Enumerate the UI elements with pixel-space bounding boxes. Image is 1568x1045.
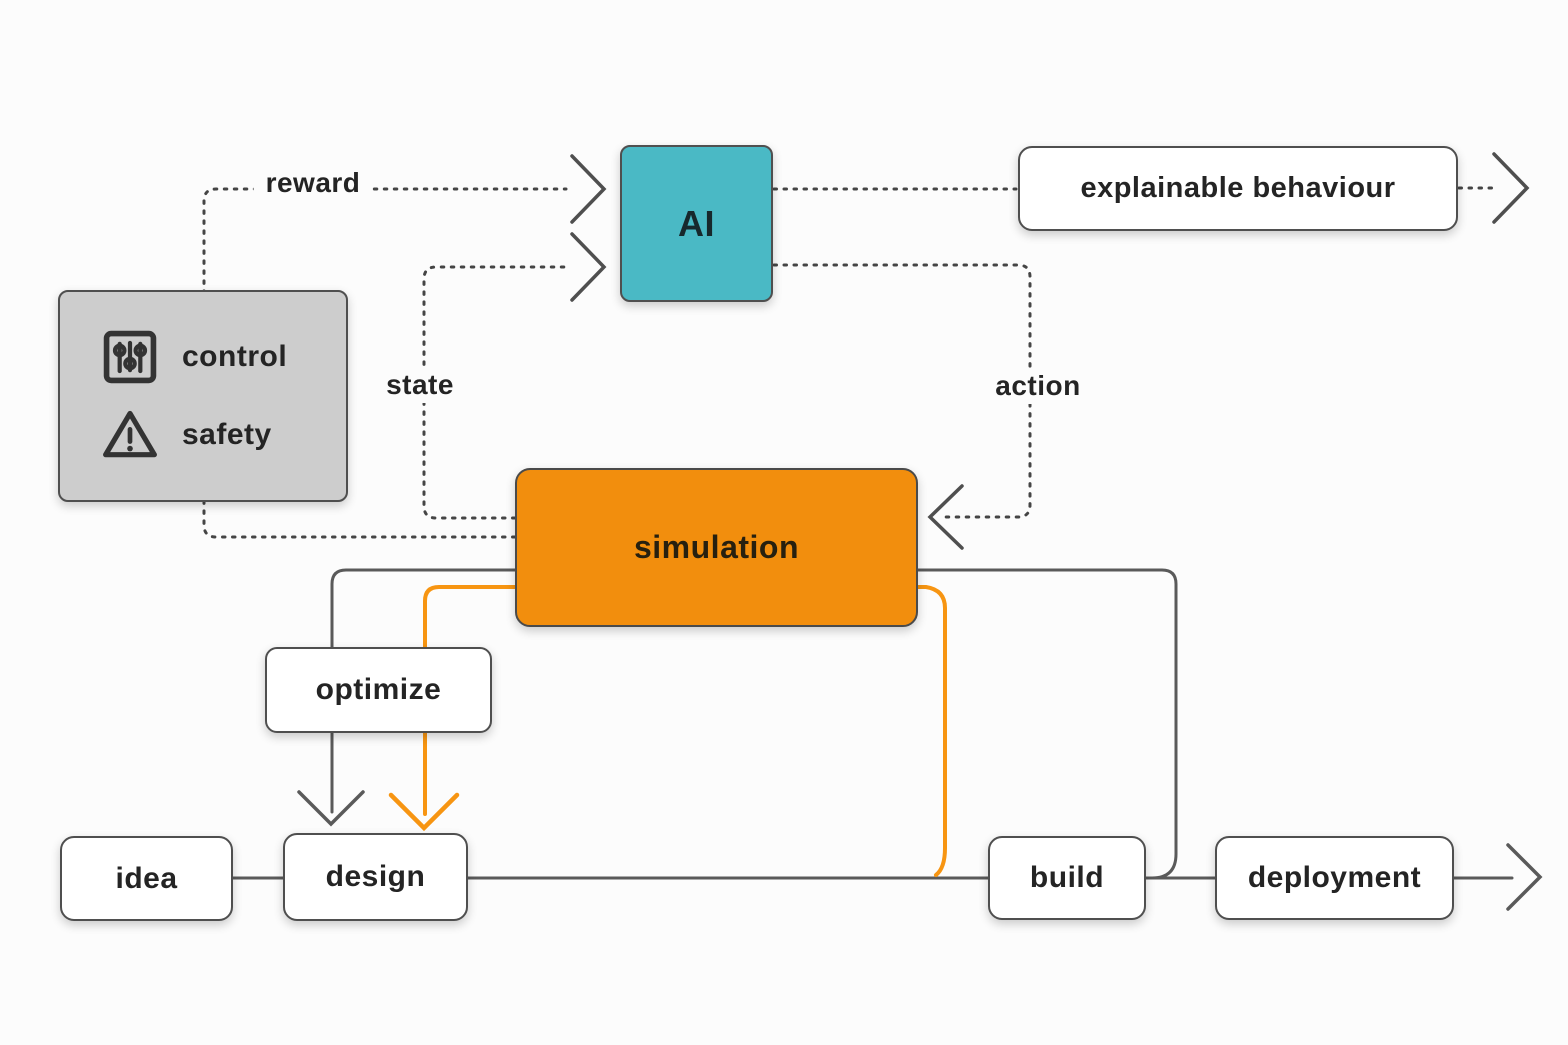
safety-label: safety: [182, 418, 272, 451]
node-ai: AI: [620, 145, 773, 302]
control-label: control: [182, 340, 288, 373]
control-row: control: [100, 327, 287, 387]
edge-label-state: state: [374, 367, 466, 403]
arrowhead-flow-out: [1506, 843, 1543, 911]
warning-icon: [103, 410, 157, 458]
node-build: build: [988, 836, 1146, 920]
arrowhead-state: [570, 232, 607, 302]
arrowhead-orange-into-design: [388, 792, 460, 832]
arrowhead-reward: [570, 154, 607, 224]
safety-row: safety: [100, 405, 272, 465]
wire-simulation-left-gray: [330, 568, 518, 814]
ai-label: AI: [678, 202, 715, 244]
node-optimize: optimize: [265, 647, 492, 733]
build-label: build: [1029, 861, 1105, 894]
node-idea: idea: [60, 836, 233, 921]
arrowhead-action: [927, 484, 964, 550]
wire-simulation-left-orange: [423, 585, 518, 816]
idea-label: idea: [115, 861, 178, 895]
node-deployment: deployment: [1215, 836, 1454, 920]
node-explainable-behaviour: explainable behaviour: [1018, 146, 1458, 231]
node-simulation: simulation: [515, 468, 918, 627]
edge-label-reward: reward: [253, 165, 373, 201]
sliders-icon: [103, 330, 157, 384]
edge-label-action: action: [983, 368, 1093, 404]
optimize-label: optimize: [315, 673, 442, 706]
deployment-label: deployment: [1247, 861, 1422, 894]
wire-simulation-right-loop: [915, 568, 1178, 880]
arrowhead-gray-into-design: [297, 790, 365, 827]
wire-action: [772, 263, 1032, 519]
wire-simulation-right-orange: [915, 585, 947, 877]
explainable-behaviour-label: explainable behaviour: [1080, 172, 1396, 204]
simulation-label: simulation: [633, 529, 799, 565]
arrowhead-explainable-out: [1492, 152, 1530, 224]
control-safety-panel: control safety: [58, 290, 348, 502]
node-design: design: [283, 833, 468, 921]
design-label: design: [325, 860, 426, 893]
